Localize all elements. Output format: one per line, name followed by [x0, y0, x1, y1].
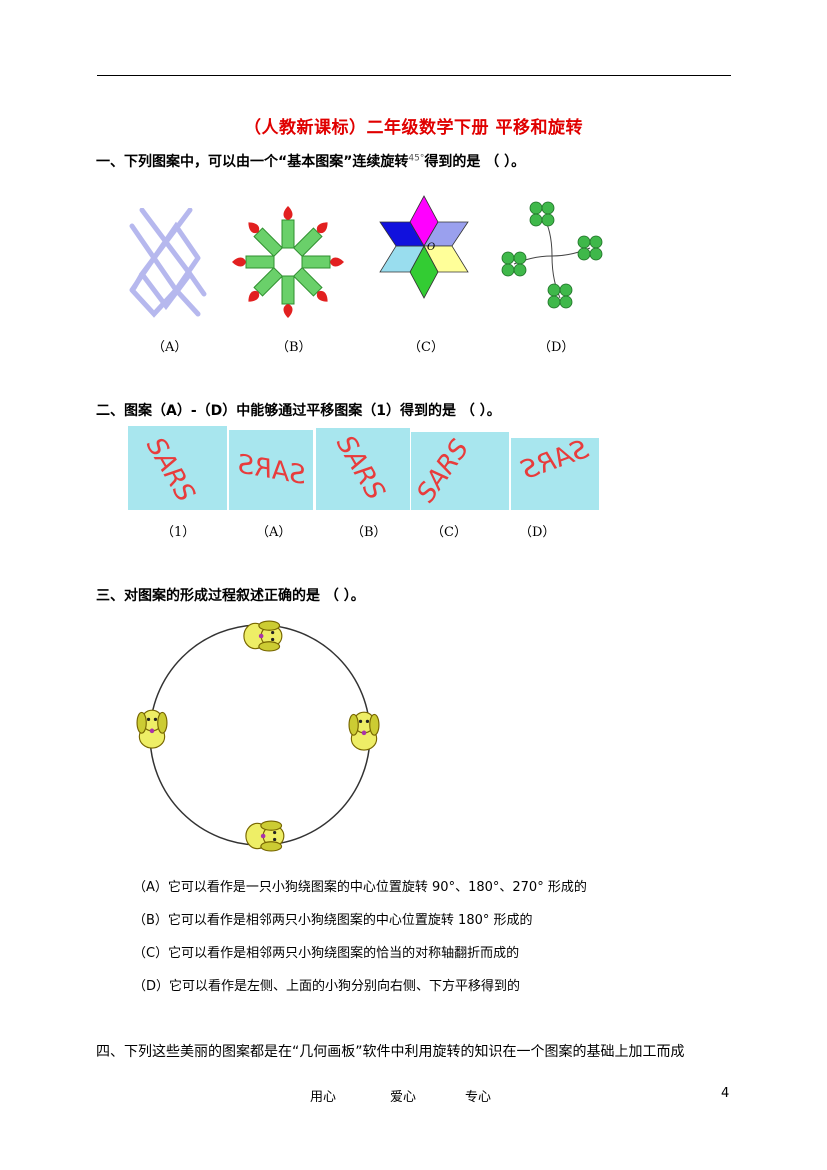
figure-c-label: （C） [408, 340, 444, 355]
option-b: （B）它可以看作是相邻两只小狗绕图案的中心位置旋转 180° 形成的 [133, 913, 533, 928]
figure-d-clovers [501, 201, 603, 309]
footer-word-3: 专心 [465, 1090, 492, 1105]
sars-label-c: （C） [431, 525, 467, 540]
footer-word-1: 用心 [310, 1090, 337, 1105]
question-2: 二、图案（A）-（D）中能够通过平移图案（1）得到的是 （ ）。 [96, 403, 501, 419]
figure-a-lattice [129, 208, 207, 318]
header-rule [97, 75, 731, 76]
sars-strip: SARS SARS SARS SARS SARS [128, 426, 599, 510]
sars-label-b: （B） [351, 525, 387, 540]
figure-d-label: （D） [538, 340, 575, 355]
figure-a-label: （A） [152, 340, 188, 355]
page-number: 4 [721, 1086, 730, 1101]
question-3: 三、对图案的形成过程叙述正确的是 （ ）。 [96, 588, 365, 604]
footer-word-2: 爱心 [390, 1090, 417, 1105]
question-1-text-before: 一、下列图案中，可以由一个“基本图案”连续旋转 [96, 154, 409, 170]
question-1: 一、下列图案中，可以由一个“基本图案”连续旋转45°得到的是 （ ）。 [96, 151, 525, 171]
dog-circle-figure [136, 620, 380, 852]
degree-label: 45° [408, 153, 425, 164]
question-4: 四、下列这些美丽的图案都是在“几何画板”软件中利用旋转的知识在一个图案的基础上加… [96, 1044, 685, 1060]
question-1-text-after: 得到的是 （ ）。 [424, 154, 526, 170]
center-label-o: O [427, 242, 435, 253]
option-a: （A）它可以看作是一只小狗绕图案的中心位置旋转 90°、180°、270° 形成… [133, 880, 587, 895]
sars-label-d: （D） [519, 525, 556, 540]
option-d: （D）它可以看作是左侧、上面的小狗分别向右侧、下方平移得到的 [133, 979, 521, 994]
sars-label-1: （1） [161, 525, 196, 540]
figure-b-label: （B） [276, 340, 312, 355]
figure-c-star: O [379, 195, 469, 299]
sars-label-a: （A） [256, 525, 292, 540]
figure-b-flames [231, 206, 345, 318]
option-c: （C）它可以看作是相邻两只小狗绕图案的恰当的对称轴翻折而成的 [133, 946, 520, 961]
page-title: （人教新课标）二年级数学下册 平移和旋转 [244, 118, 583, 138]
